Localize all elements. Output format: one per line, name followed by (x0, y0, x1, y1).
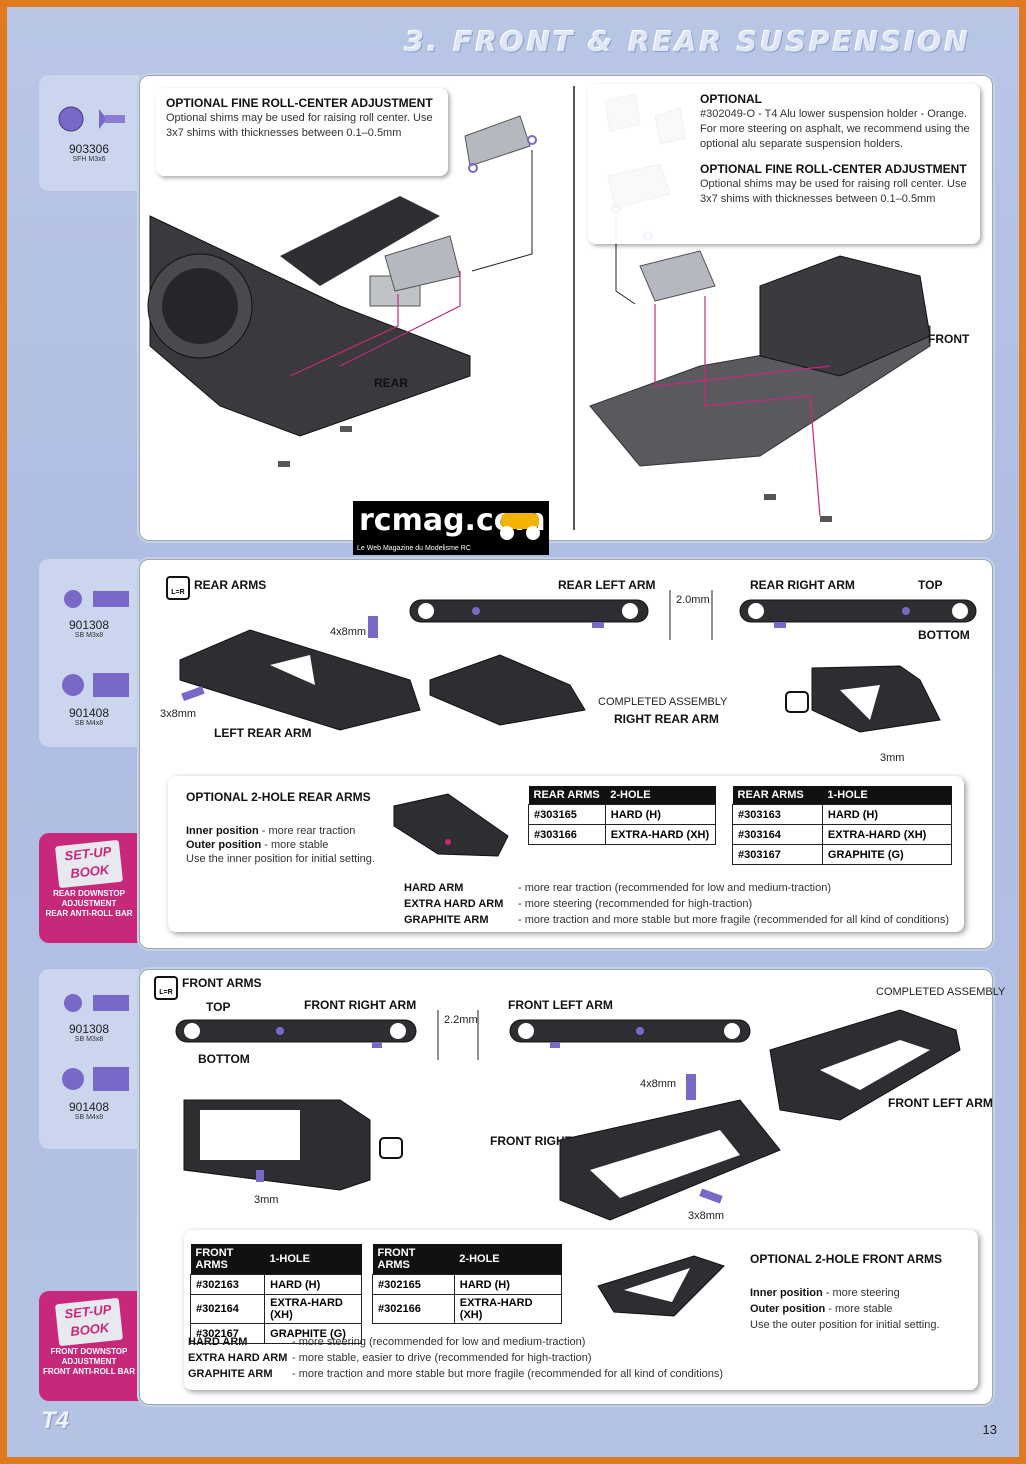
rear-arms-panel: L=R REAR ARMS REAR LEFT ARM REAR RIGHT A… (139, 559, 993, 949)
part-901408-b: 901408 SB M4x8 (39, 1065, 139, 1121)
front-label: FRONT (928, 332, 970, 346)
screw-rear-2 (278, 461, 290, 467)
screw-icon (64, 590, 129, 608)
screw-front-1 (764, 494, 776, 500)
rear-arms-header: REAR ARMS (194, 578, 267, 592)
front-arms-panel: L=R FRONT ARMS TOP BOTTOM FRONT RIGHT AR… (139, 969, 1005, 1405)
screw-icon (62, 1067, 129, 1091)
t4-brand: T4 (41, 1407, 70, 1434)
top-label: TOP (918, 578, 943, 592)
pin-3x8 (699, 1188, 723, 1204)
page-number: 13 (982, 1422, 997, 1437)
completed-assembly-label: COMPLETED ASSEMBLY (598, 696, 728, 708)
page-title: 3. FRONT & REAR SUSPENSION (404, 25, 971, 58)
setup-book-icon: SET-UP BOOK (54, 839, 124, 889)
front-left-arm-label: FRONT LEFT ARM (508, 998, 613, 1012)
bottom-label: BOTTOM (918, 628, 970, 642)
material-row: HARD ARM- more rear traction (recommende… (404, 882, 832, 894)
left-rear-arm-label: LEFT REAR ARM (214, 726, 312, 740)
rear-right-arm-side (739, 599, 977, 623)
completed-assembly-label: COMPLETED ASSEMBLY (876, 986, 1006, 998)
screw-front-2 (820, 516, 832, 522)
holder-part-mid (384, 235, 461, 292)
front-bulkhead (759, 255, 931, 377)
material-row: EXTRA HARD ARM- more stable, easier to d… (188, 1352, 592, 1364)
lr-icon (785, 691, 809, 713)
buggy-logo-icon (500, 513, 540, 540)
rear-right-arm-label: REAR RIGHT ARM (750, 578, 855, 592)
front-right-arm-side (175, 1019, 417, 1043)
dim-3x8: 3x8mm (688, 1210, 725, 1222)
rear-left-arm-side (409, 599, 649, 623)
screw-icon (62, 673, 129, 697)
parts-sidebar-1: 903306 SFH M3x6 (39, 75, 139, 191)
dim-2mm: 2.0mm (676, 594, 710, 606)
dim-2-2mm: 2.2mm (444, 1014, 478, 1026)
holder-part-top (464, 115, 531, 167)
part-903306: 903306 SFH M3x6 (39, 103, 139, 163)
optional-holder-note: OPTIONAL #302049-O - T4 Alu lower suspen… (588, 84, 980, 244)
screw-rear-1 (340, 426, 352, 432)
front-holder-alu (639, 250, 716, 302)
rear-left-arm-label: REAR LEFT ARM (558, 578, 656, 592)
part-901308-a: 901308 SB M3x8 (39, 587, 139, 639)
front-arms-diagram (175, 1009, 961, 1221)
parts-sidebar-2: 901308 SB M3x8 901408 SB M4x8 (39, 559, 139, 747)
part-901408-a: 901408 SB M4x8 (39, 671, 139, 727)
lr-badge: L=R (166, 576, 190, 600)
material-row: EXTRA HARD ARM- more steering (recommend… (404, 898, 753, 910)
rear-label: REAR (374, 376, 409, 390)
lr-badge: L=R (154, 976, 178, 1000)
front-arms-header: FRONT ARMS (182, 976, 262, 990)
material-row: GRAPHITE ARM- more traction and more sta… (404, 914, 950, 926)
two-hole-front-arm-icon (597, 1255, 725, 1317)
right-rear-arm-label: RIGHT REAR ARM (614, 712, 719, 726)
material-row: GRAPHITE ARM- more traction and more sta… (188, 1368, 724, 1380)
dim-3mm: 3mm (880, 752, 905, 764)
front-right-arm-label: FRONT RIGHT ARM (304, 998, 417, 1012)
bushing-4x8 (368, 616, 378, 638)
dim-3x8: 3x8mm (160, 708, 197, 720)
left-rear-arm (179, 629, 421, 731)
lr-icon (379, 1137, 403, 1159)
pin-3x8 (181, 686, 205, 702)
two-hole-rear-arm-icon (393, 793, 509, 857)
setup-book-front[interactable]: SET-UP BOOK FRONT DOWNSTOP ADJUSTMENT FR… (39, 1291, 139, 1401)
dim-3mm: 3mm (254, 1194, 279, 1206)
holder-assembly-diagram (147, 86, 931, 530)
bushing-4x8 (686, 1074, 696, 1100)
screw-icon (58, 106, 125, 132)
parts-sidebar-3: 901308 SB M3x8 901408 SB M4x8 (39, 969, 139, 1149)
bottom-label: BOTTOM (198, 1052, 250, 1066)
rear-tower (280, 196, 440, 286)
screw-icon (64, 994, 129, 1012)
dim-4x8: 4x8mm (330, 626, 367, 638)
setup-book-rear[interactable]: SET-UP BOOK REAR DOWNSTOP ADJUSTMENT REA… (39, 833, 139, 943)
dim-4x8: 4x8mm (640, 1078, 677, 1090)
rear-arms-diagram (179, 590, 977, 733)
suspension-holder-panel: OPTIONAL FINE ROLL-CENTER ADJUSTMENT Opt… (139, 75, 993, 541)
front-left-arm-side (509, 1019, 751, 1043)
setup-book-icon: SET-UP BOOK (54, 1297, 124, 1347)
completed-rear-arm (429, 654, 586, 726)
front-left-arm-label-2: FRONT LEFT ARM (888, 1096, 993, 1110)
rcmag-logo: rcmag.com Le Web Magazine du Modelisme R… (353, 501, 549, 555)
top-label: TOP (206, 1000, 231, 1014)
roll-center-note-left: OPTIONAL FINE ROLL-CENTER ADJUSTMENT Opt… (156, 88, 448, 176)
part-901308-b: 901308 SB M3x8 (39, 991, 139, 1043)
